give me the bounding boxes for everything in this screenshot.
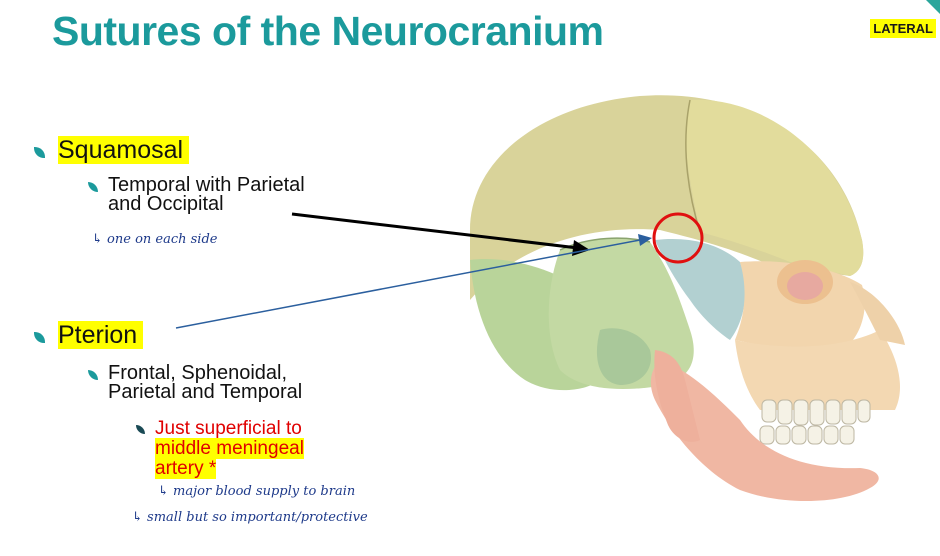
orbit-inner <box>787 272 823 300</box>
corner-accent <box>926 0 940 14</box>
mandible-ramus <box>654 350 700 442</box>
pterion-sub-line: Parietal and Temporal <box>108 381 303 403</box>
upper-teeth <box>761 399 871 426</box>
squamosal-arrow <box>291 212 579 250</box>
pterion-note: major blood supply to brain <box>173 484 356 499</box>
pterion-circle <box>652 212 704 264</box>
coronal-suture <box>685 99 701 233</box>
detail-highlight: artery * <box>155 458 217 479</box>
arrow-hook-icon: ↳ <box>92 232 103 247</box>
bullet-icon <box>34 332 45 343</box>
arrow-hook-icon: ↳ <box>132 510 143 525</box>
pterion-arrowhead <box>638 234 652 246</box>
bullet-icon <box>88 370 98 380</box>
squamosal-sub-line: and Occipital <box>108 193 224 215</box>
detail-line: Just superficial to <box>155 418 302 439</box>
slide-title: Sutures of the Neurocranium <box>52 8 604 54</box>
sphenoid-bone <box>655 238 746 340</box>
squamosal-label: Squamosal <box>58 136 190 164</box>
nasal-bone <box>850 282 905 345</box>
squamosal-sub-line: Temporal with Parietal <box>108 174 305 196</box>
detail-highlight: middle meningeal <box>155 438 304 459</box>
detail-line: artery * <box>155 458 304 479</box>
pterion-note: small but so important/protective <box>147 510 368 525</box>
maxilla <box>735 330 900 410</box>
mastoid-region <box>596 328 651 385</box>
detail-line: middle meningeal <box>155 438 304 459</box>
frontal-bone <box>685 99 864 276</box>
bullet-icon <box>136 425 145 434</box>
bullet-icon <box>34 147 45 158</box>
handwritten-note: ↳ one on each side <box>92 232 217 247</box>
handwritten-note: ↳ major blood supply to brain <box>158 484 355 499</box>
bullet-icon <box>88 182 98 192</box>
mandible <box>650 360 879 502</box>
pterion-arrow <box>175 239 641 329</box>
handwritten-note: ↳ small but so important/protective <box>132 510 368 525</box>
pterion-label: Pterion <box>58 321 144 349</box>
lower-teeth <box>759 425 855 445</box>
squamosal-note: one on each side <box>107 232 218 247</box>
pterion-sub-line: Frontal, Sphenoidal, <box>108 362 288 384</box>
arrow-hook-icon: ↳ <box>158 484 169 499</box>
view-tag: LATERAL <box>870 19 936 38</box>
pterion-description: Frontal, Sphenoidal, Parietal and Tempor… <box>108 362 303 403</box>
item-squamosal: Squamosal <box>58 136 190 165</box>
pterion-detail: Just superficial to middle meningeal art… <box>155 419 304 479</box>
squamosal-description: Temporal with Parietal and Occipital <box>108 174 305 215</box>
item-pterion: Pterion <box>58 321 144 350</box>
